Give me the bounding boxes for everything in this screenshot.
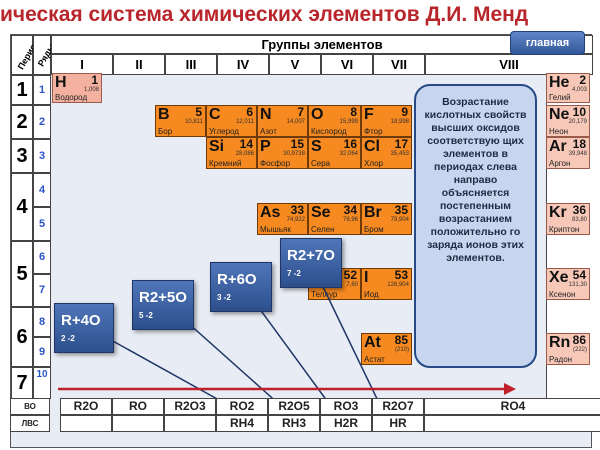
lvs-cell-5: RH3 <box>268 415 320 432</box>
row-7: 7 <box>33 274 51 307</box>
vo-cell-5: R2O5 <box>268 398 320 415</box>
lvs-cell-3 <box>164 415 216 432</box>
row-9: 9 <box>33 337 51 367</box>
vo-cell-2: RO <box>112 398 164 415</box>
row-8: 8 <box>33 307 51 337</box>
row-1: 1 <box>33 75 51 105</box>
groups-title: Группы элементов <box>51 35 593 54</box>
vo-cell-8: RO4 <box>424 398 600 415</box>
lvs-cell-2 <box>112 415 164 432</box>
vo-cell-4: RO2 <box>216 398 268 415</box>
row-6: 6 <box>33 241 51 274</box>
group-header-3: III <box>165 54 217 75</box>
arrow-head <box>504 383 516 395</box>
group-header-5: V <box>269 54 321 75</box>
row-5: 5 <box>33 207 51 241</box>
period-1: 1 <box>11 75 33 105</box>
group-header-8: VIII <box>425 54 593 75</box>
lvs-cell-6: H2R <box>320 415 372 432</box>
vo-cell-3: R2O3 <box>164 398 216 415</box>
vo-cell-6: RO3 <box>320 398 372 415</box>
vo-cell-1: R2O <box>60 398 112 415</box>
period-6: 6 <box>11 307 33 367</box>
lvs-cell-8 <box>424 415 600 432</box>
period-3: 3 <box>11 139 33 173</box>
row-2: 2 <box>33 105 51 139</box>
group-header-2: II <box>113 54 165 75</box>
explanation-note: Возрастание кислотных свойств высших окс… <box>414 84 537 368</box>
group-header-7: VII <box>373 54 425 75</box>
period-5: 5 <box>11 241 33 307</box>
row-3: 3 <box>33 139 51 173</box>
row-4: 4 <box>33 173 51 207</box>
main-button[interactable]: главная <box>510 31 585 55</box>
vo-label: ВО <box>10 398 50 415</box>
lvs-cell-7: HR <box>372 415 424 432</box>
group-header-6: VI <box>321 54 373 75</box>
period-header: Период <box>11 35 41 75</box>
row-header: Ряды <box>33 35 57 75</box>
period-4: 4 <box>11 173 33 241</box>
lvs-cell-4: RH4 <box>216 415 268 432</box>
group-header-4: IV <box>217 54 269 75</box>
lvs-label: ЛВС <box>10 415 50 432</box>
period-2: 2 <box>11 105 33 139</box>
vo-cell-7: R2O7 <box>372 398 424 415</box>
page-title: ическая система химических элементов Д.И… <box>0 3 529 26</box>
lvs-cell-1 <box>60 415 112 432</box>
